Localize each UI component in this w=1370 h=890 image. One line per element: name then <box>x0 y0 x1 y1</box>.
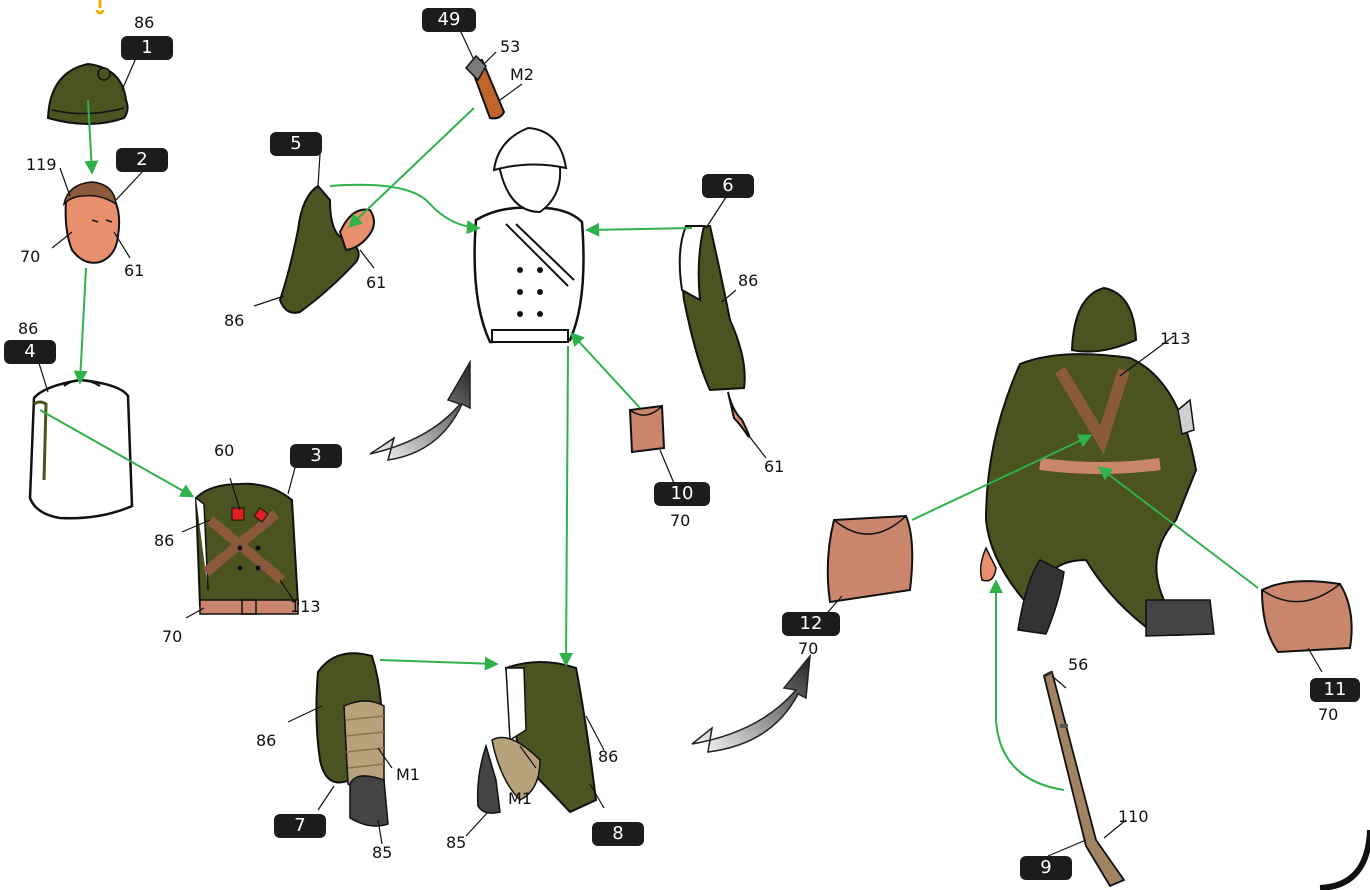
color-code-label: 86 <box>224 312 244 330</box>
color-code-label: 60 <box>214 442 234 460</box>
part-badge-8: 8 <box>592 822 644 846</box>
color-code-label: 113 <box>1160 330 1191 348</box>
color-code-label: 61 <box>124 262 144 280</box>
part-8-leg-right <box>478 662 596 813</box>
color-code-label: 61 <box>366 274 386 292</box>
part-5-arm-left <box>280 186 374 313</box>
color-code-label: 70 <box>670 512 690 530</box>
color-code-label: 53 <box>500 38 520 56</box>
part-badge-4: 4 <box>4 340 56 364</box>
color-code-label: M2 <box>510 66 534 84</box>
part-badge-10: 10 <box>654 482 710 506</box>
color-code-label: 70 <box>162 628 182 646</box>
part-2-head <box>64 182 119 263</box>
central-torso <box>475 128 584 342</box>
part-9-rifle <box>1044 672 1124 886</box>
part-10-pouch <box>630 406 664 452</box>
part-badge-1: 1 <box>121 36 173 60</box>
part-badge-7: 7 <box>274 814 326 838</box>
color-code-label: M1 <box>396 766 420 784</box>
corner-border <box>1320 830 1370 888</box>
color-code-label: 86 <box>598 748 618 766</box>
color-code-label: 85 <box>372 844 392 862</box>
color-code-label: 86 <box>154 532 174 550</box>
part-4-torso-base <box>30 380 132 518</box>
part-3-jacket <box>196 484 298 614</box>
part-1-helmet <box>48 64 128 124</box>
color-code-label: 86 <box>738 272 758 290</box>
part-6-arm-right <box>680 226 749 437</box>
color-code-label: 110 <box>1118 808 1149 826</box>
color-code-label: 70 <box>20 248 40 266</box>
color-code-label: 113 <box>290 598 321 616</box>
part-badge-2: 2 <box>116 148 168 172</box>
color-code-label: M1 <box>508 790 532 808</box>
part-badge-6: 6 <box>702 174 754 198</box>
color-code-label: 61 <box>764 458 784 476</box>
color-code-label: 86 <box>256 732 276 750</box>
part-7-leg-left <box>316 653 388 826</box>
color-code-label: 70 <box>798 640 818 658</box>
part-badge-12: 12 <box>782 612 840 636</box>
color-code-label: 70 <box>1318 706 1338 724</box>
part-badge-5: 5 <box>270 132 322 156</box>
color-code-label: 119 <box>26 156 57 174</box>
color-code-label: 85 <box>446 834 466 852</box>
part-badge-11: 11 <box>1310 678 1360 702</box>
part-12-satchel <box>828 516 913 602</box>
color-code-label: 86 <box>134 14 154 32</box>
part-11-satchel <box>1262 581 1352 652</box>
process-arrow-1 <box>370 362 470 460</box>
color-code-label: 56 <box>1068 656 1088 674</box>
part-badge-3: 3 <box>290 444 342 468</box>
process-arrow-2 <box>692 656 810 752</box>
color-code-label: 86 <box>18 320 38 338</box>
part-badge-9: 9 <box>1020 856 1072 880</box>
corner-mark <box>97 0 103 13</box>
part-badge-49: 49 <box>422 8 476 32</box>
